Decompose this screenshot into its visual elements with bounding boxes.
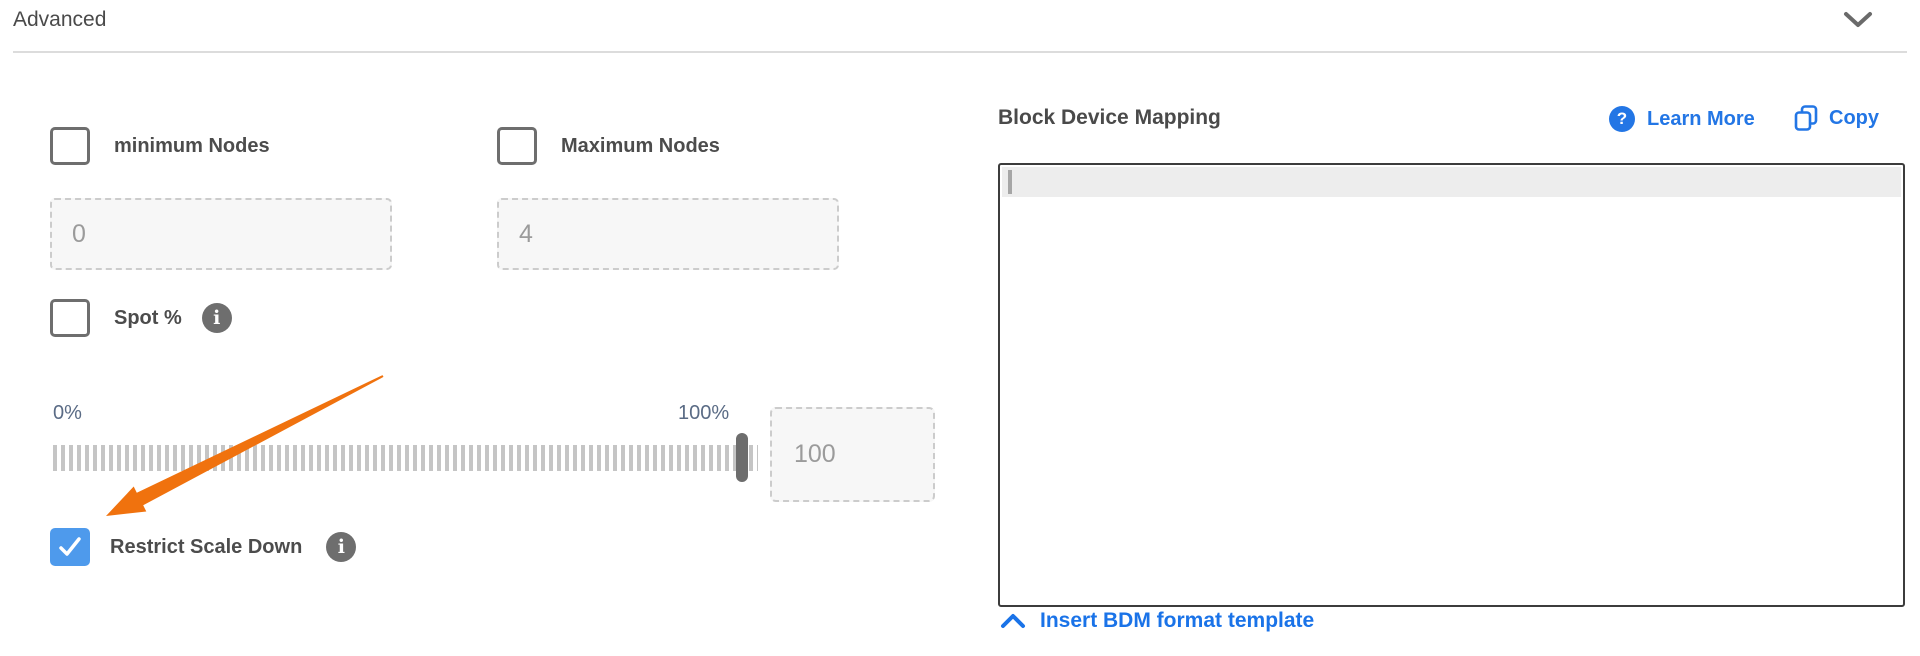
restrict-scale-down-checkbox[interactable] — [50, 528, 90, 566]
section-divider — [13, 51, 1907, 53]
spot-percent-slider-track[interactable] — [53, 445, 758, 471]
spot-percent-input[interactable] — [770, 407, 935, 502]
spot-info-icon[interactable]: i — [201, 303, 232, 333]
chevron-down-icon — [1843, 11, 1873, 28]
learn-more-link[interactable]: ? Learn More — [1609, 106, 1755, 132]
section-title-advanced: Advanced — [13, 8, 107, 31]
min-nodes-row: minimum Nodes — [50, 127, 270, 165]
spot-percent-slider-handle[interactable] — [736, 433, 748, 482]
insert-bdm-template-label: Insert BDM format template — [1040, 609, 1315, 632]
max-nodes-input[interactable] — [497, 198, 839, 270]
chevron-up-icon — [1000, 613, 1026, 630]
check-icon — [57, 535, 83, 559]
editor-active-line — [1002, 167, 1901, 197]
restrict-scale-down-row: Restrict Scale Down i — [50, 528, 357, 566]
spot-checkbox[interactable] — [50, 299, 90, 337]
min-nodes-checkbox[interactable] — [50, 127, 90, 165]
max-nodes-label: Maximum Nodes — [561, 134, 720, 157]
copy-button[interactable]: Copy — [1793, 104, 1879, 132]
copy-icon — [1793, 104, 1819, 132]
slider-max-label: 100% — [678, 402, 730, 424]
min-nodes-input[interactable] — [50, 198, 392, 270]
max-nodes-row: Maximum Nodes — [497, 127, 720, 165]
max-nodes-checkbox[interactable] — [497, 127, 537, 165]
insert-bdm-template-link[interactable]: Insert BDM format template — [1000, 609, 1314, 633]
spot-row: Spot % i — [50, 299, 232, 337]
restrict-info-icon[interactable]: i — [326, 532, 357, 562]
collapse-section-button[interactable] — [1842, 6, 1874, 32]
bdm-title: Block Device Mapping — [998, 106, 1221, 129]
slider-min-label: 0% — [53, 402, 82, 424]
learn-more-label: Learn More — [1647, 107, 1755, 130]
restrict-scale-down-label: Restrict Scale Down — [110, 535, 303, 558]
editor-caret — [1008, 170, 1012, 194]
spot-label: Spot % — [114, 306, 182, 329]
question-icon: ? — [1609, 106, 1635, 132]
copy-label: Copy — [1829, 106, 1879, 129]
bdm-editor[interactable] — [998, 163, 1905, 607]
min-nodes-label: minimum Nodes — [114, 134, 270, 157]
